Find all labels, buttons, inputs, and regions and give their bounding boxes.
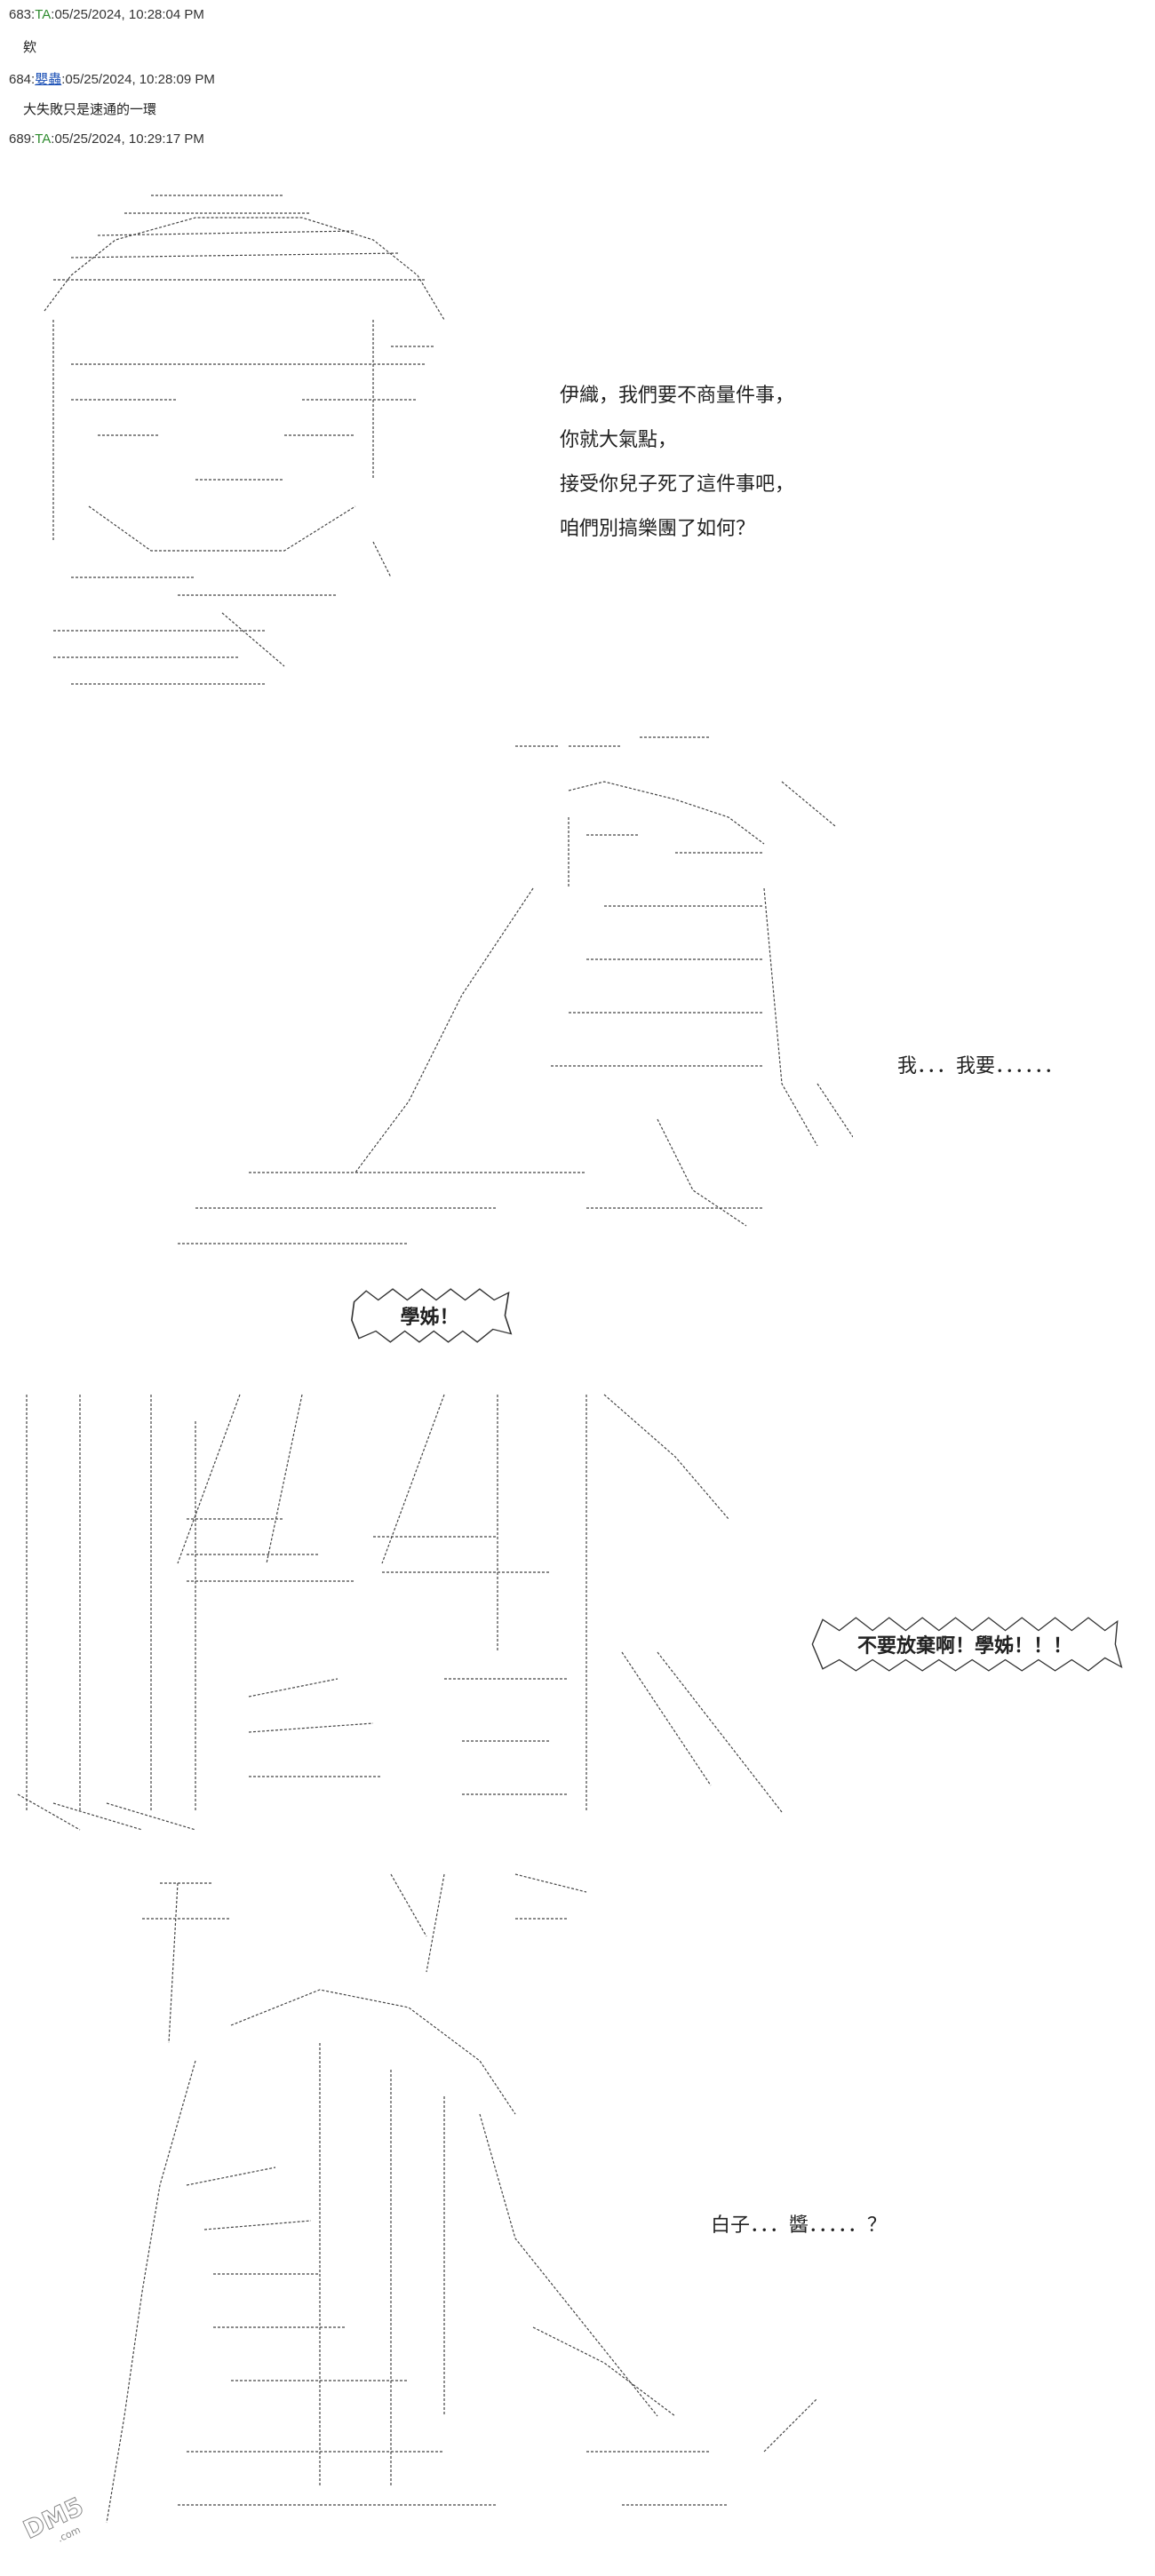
shout-bubble-2: 不要放棄啊！學姊！！！ (804, 1612, 1126, 1676)
dm5-logo-icon: DM5 .com (19, 2491, 89, 2545)
dialogue-panel-5: 白子．．．醬．．．．．？ (711, 2214, 888, 2236)
poster-name[interactable]: TA (35, 131, 52, 147)
dialogue-line: 你就大氣點， (560, 428, 678, 450)
shout-bubble-1: 學姊！ (342, 1284, 517, 1348)
shout-text: 不要放棄啊！學姊！！！ (856, 1634, 1072, 1657)
ascii-art-figure-standing (106, 1873, 818, 2524)
dialogue-panel-2: 我．．．我要．．．．．． (897, 1054, 1064, 1077)
poster-name[interactable]: TA (35, 7, 52, 22)
post-header-684: 684:嬰蟲:05/25/2024, 10:28:09 PM (9, 72, 215, 87)
dialogue-line: 接受你兒子死了這件事吧， (560, 473, 795, 495)
ascii-art-figure-kneeling (178, 736, 853, 1244)
shout-text: 學姊！ (400, 1306, 459, 1328)
burst-outline-icon (351, 1288, 513, 1343)
poster-name[interactable]: 嬰蟲 (35, 72, 62, 87)
post-body-684: 大失敗只是速通的一環 (23, 102, 157, 117)
ascii-art-face (44, 195, 445, 685)
post-body-683: 欸 (23, 40, 37, 55)
burst-outline-icon (811, 1617, 1123, 1672)
dialogue-line: 伊織，我們要不商量件事， (560, 384, 795, 406)
post-header-683: 683:TA:05/25/2024, 10:28:04 PM (9, 7, 204, 22)
dialogue-panel-1: 伊織，我們要不商量件事， 你就大氣點， 接受你兒子死了這件事吧， 咱們別搞樂團了… (560, 373, 794, 551)
post-header-689: 689:TA:05/25/2024, 10:29:17 PM (9, 131, 204, 147)
ascii-art-crying-face (17, 1394, 783, 1831)
dialogue-line: 咱們別搞樂團了如何？ (560, 517, 756, 539)
